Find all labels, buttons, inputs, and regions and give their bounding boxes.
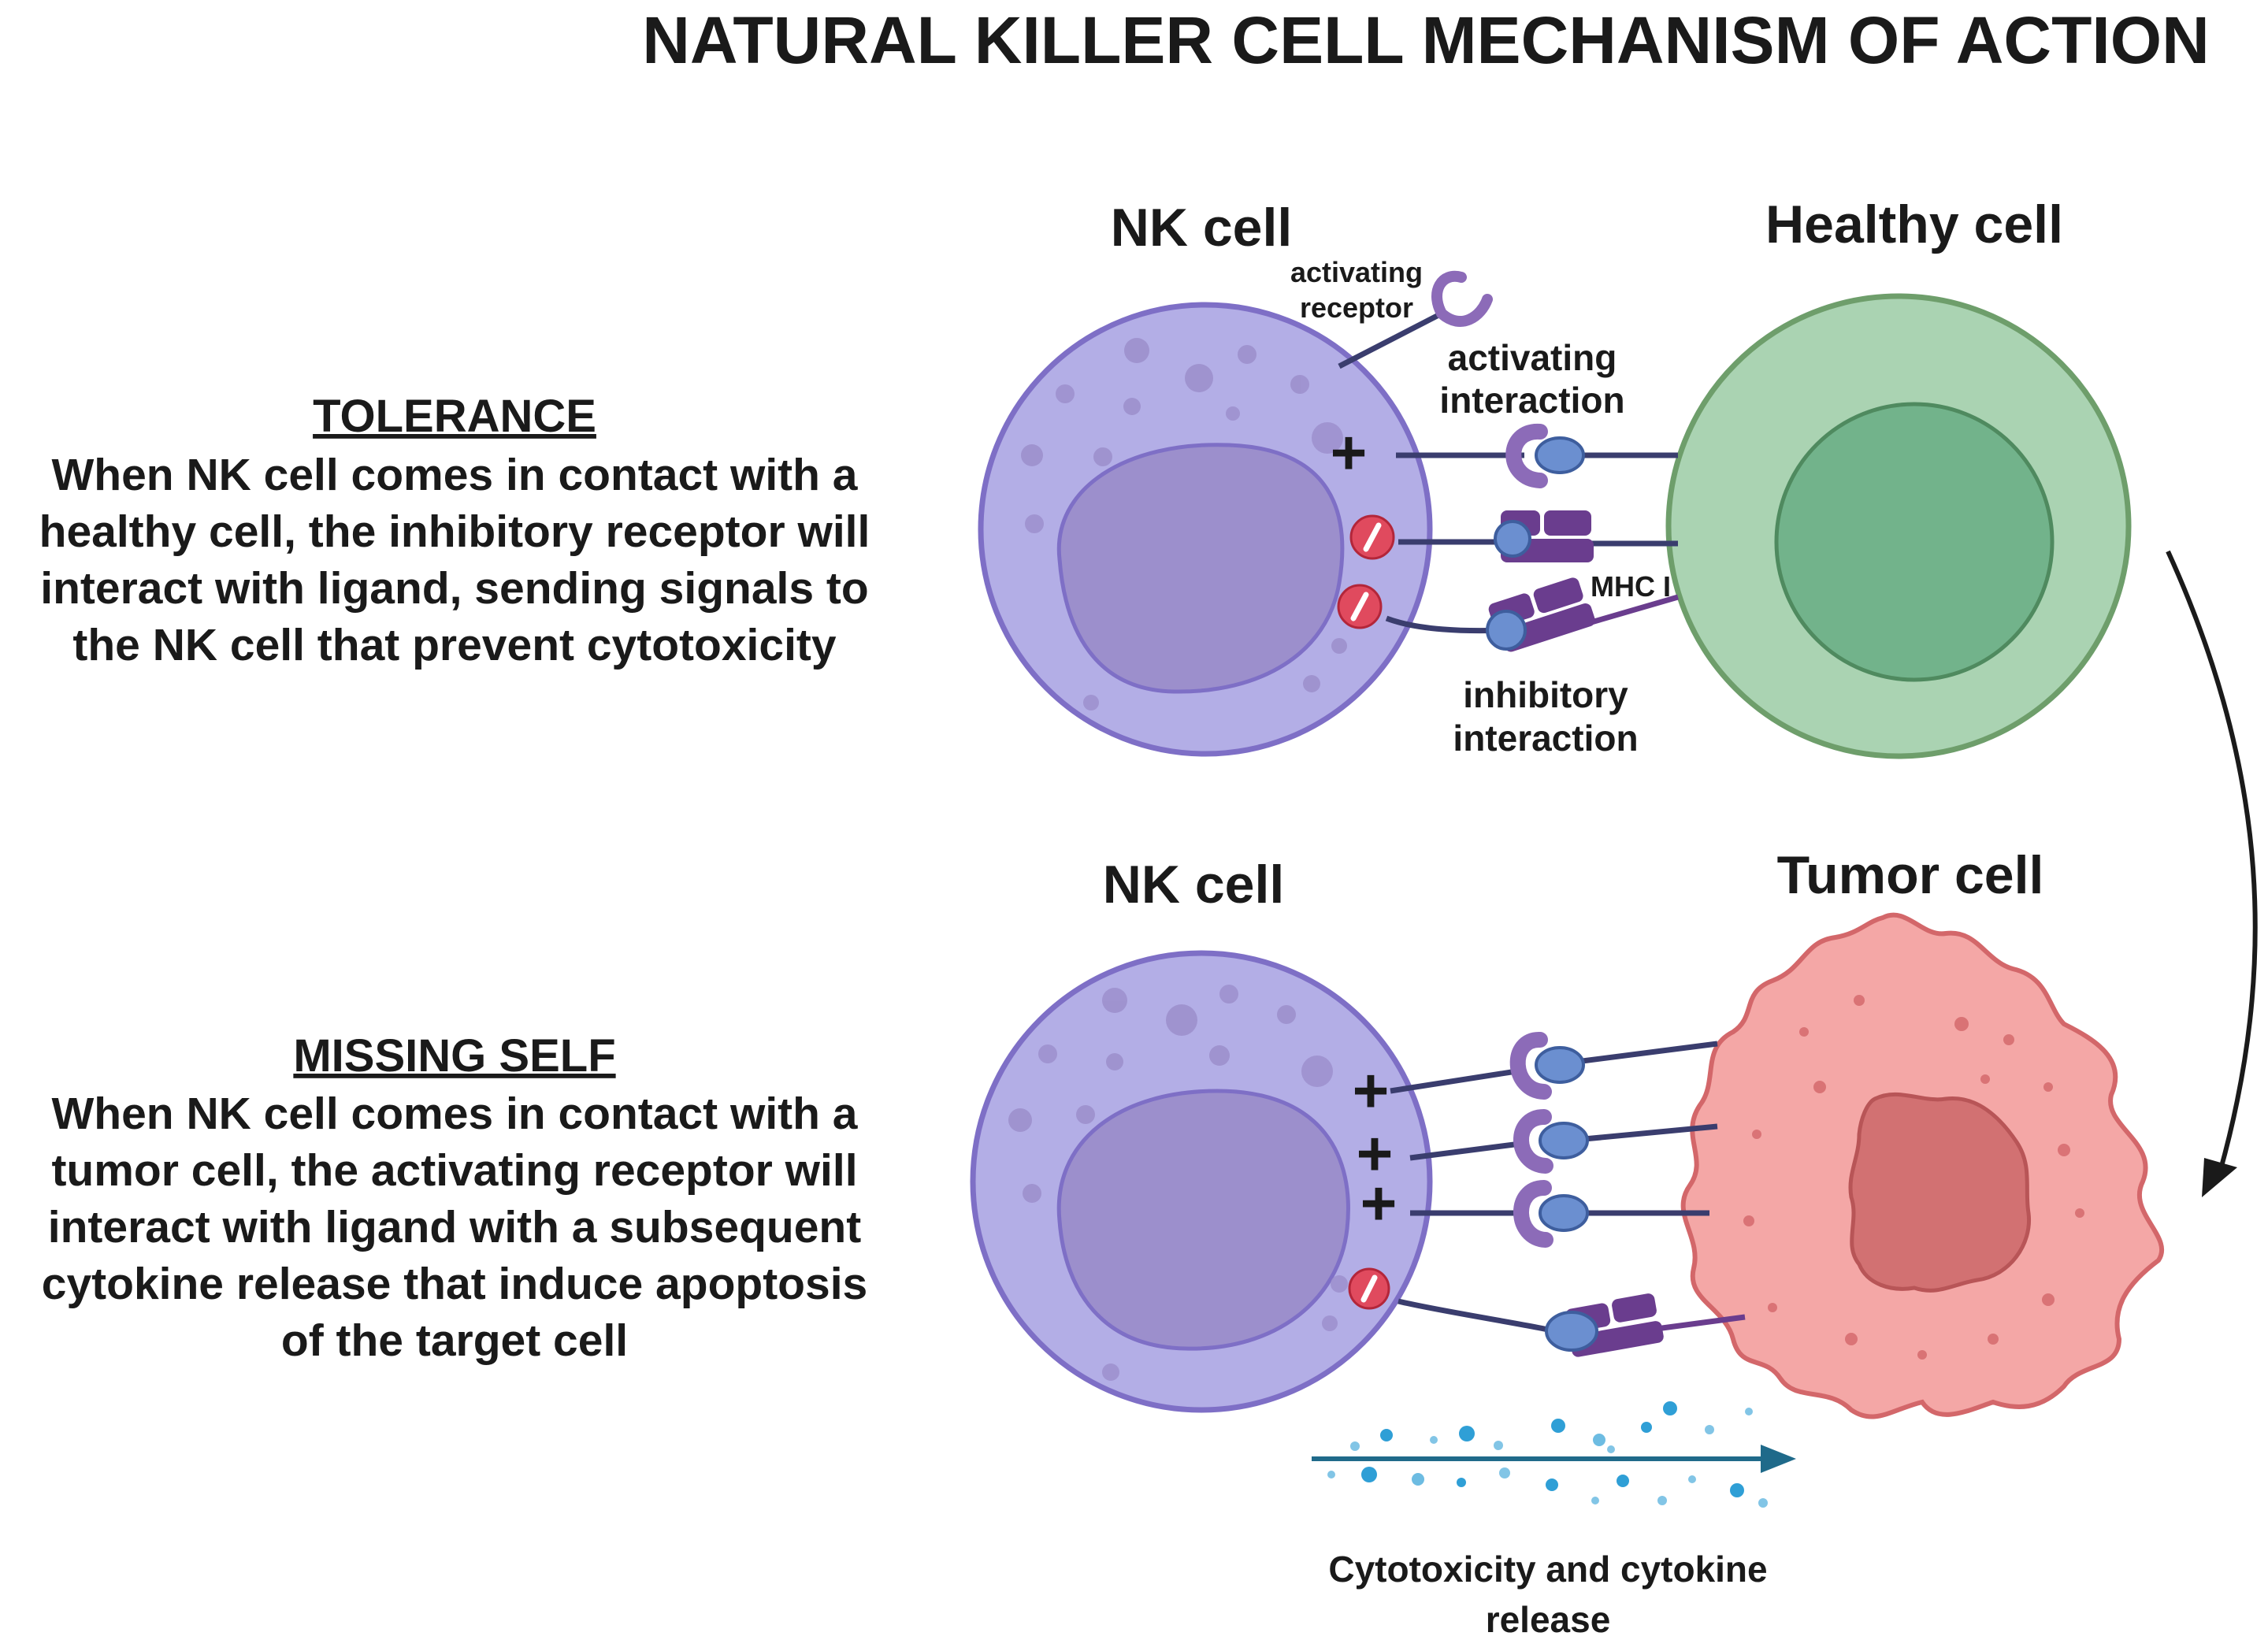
activating-interaction-bottom-1 <box>1390 1032 1718 1100</box>
outcome-label-1: Cytotoxicity and cytokine <box>1328 1549 1767 1590</box>
tolerance-line-4: the NK cell that prevent cytotoxicity <box>72 620 837 670</box>
nk-cell-bottom <box>970 950 1433 1413</box>
tolerance-heading: TOLERANCE <box>313 391 596 442</box>
missing-self-description: MISSING SELF When NK cell comes in conta… <box>42 1030 868 1366</box>
healthy-cell <box>1665 293 2132 759</box>
inhibitory-interaction-label-2: interaction <box>1453 718 1638 759</box>
missing-self-heading: MISSING SELF <box>293 1030 615 1081</box>
tolerance-line-2: healthy cell, the inhibitory receptor wi… <box>39 506 870 557</box>
diagram-title: NATURAL KILLER CELL MECHANISM OF ACTION <box>642 3 2209 77</box>
inhibitory-interaction-bottom <box>1348 1267 1746 1357</box>
activating-interaction-label-1: activating <box>1448 337 1617 378</box>
missing-self-line-2: tumor cell, the activating receptor will <box>51 1145 857 1196</box>
inhibitory-interaction-label-1: inhibitory <box>1463 674 1628 715</box>
tolerance-line-1: When NK cell comes in contact with a <box>51 450 858 500</box>
nk-cell-label-bottom: NK cell <box>1103 855 1285 915</box>
outcome-label-2: release <box>1486 1599 1611 1640</box>
transition-arrow <box>2166 550 2258 1197</box>
missing-self-line-4: cytokine release that induce apoptosis <box>42 1259 868 1309</box>
tolerance-description: TOLERANCE When NK cell comes in contact … <box>39 391 870 670</box>
plus-sign-bottom-1: + <box>1353 1056 1390 1126</box>
missing-self-line-1: When NK cell comes in contact with a <box>51 1089 858 1139</box>
activating-interaction-bottom-2 <box>1409 1109 1718 1174</box>
activating-receptor-label-2: receptor <box>1300 291 1413 324</box>
tumor-cell <box>1680 912 2165 1419</box>
activating-receptor-label-1: activating <box>1290 256 1423 288</box>
healthy-cell-label: Healthy cell <box>1765 195 2063 254</box>
activating-interaction-top <box>1396 424 1678 488</box>
activating-receptor-top <box>1338 270 1493 369</box>
inhibitory-interaction-top-1 <box>1349 510 1678 562</box>
missing-self-line-3: interact with ligand with a subsequent <box>48 1202 861 1252</box>
nk-cell-label-top: NK cell <box>1111 198 1293 258</box>
plus-sign-top: + <box>1331 417 1368 488</box>
tolerance-scene: NK cell Healthy cell acti <box>978 195 2132 759</box>
nk-cell-top <box>978 302 1433 757</box>
missing-self-line-5: of the target cell <box>281 1315 628 1366</box>
tumor-cell-label: Tumor cell <box>1777 845 2044 905</box>
activating-interaction-label-2: interaction <box>1439 380 1624 421</box>
plus-sign-bottom-3: + <box>1360 1168 1398 1238</box>
missing-self-scene: NK cell Tumor cell <box>970 845 2165 1640</box>
mhc-label: MHC I <box>1591 570 1671 603</box>
tolerance-line-3: interact with ligand, sending signals to <box>40 563 868 614</box>
inhibitory-interaction-top-2 <box>1337 577 1679 652</box>
activating-interaction-bottom-3 <box>1410 1180 1709 1248</box>
plus-sign-bottom-2: + <box>1357 1119 1394 1189</box>
cytokine-release-arrow <box>1312 1401 1796 1508</box>
